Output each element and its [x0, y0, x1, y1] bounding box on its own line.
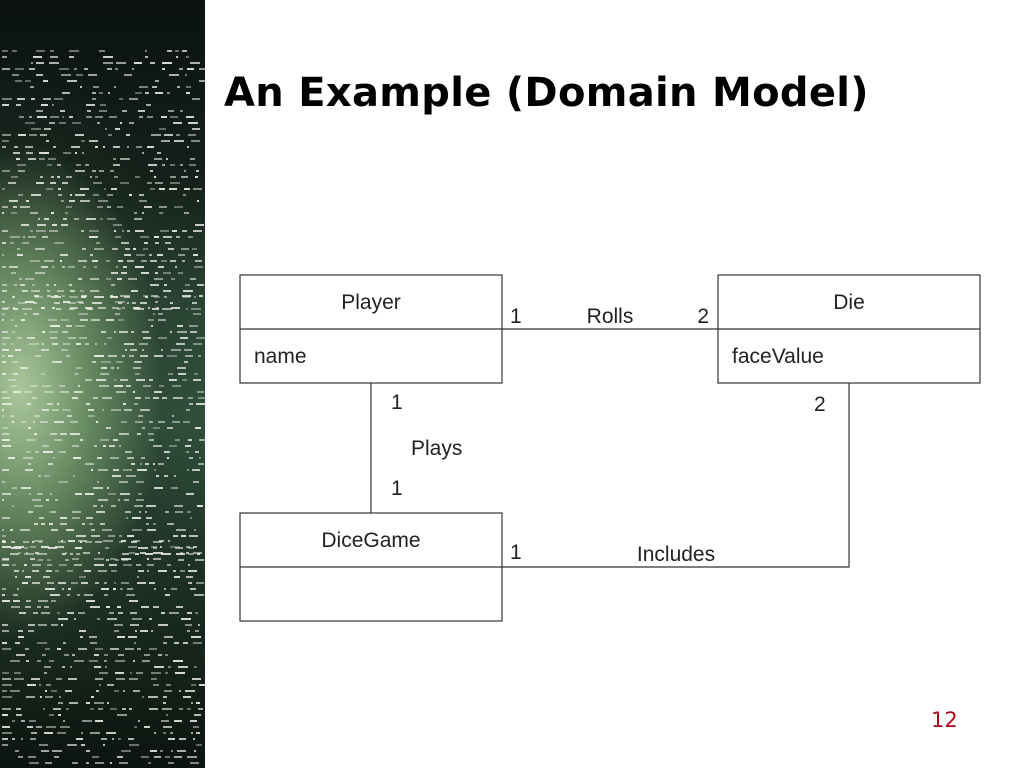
association-plays-label: Plays [411, 437, 462, 460]
association-rolls: Rolls 1 2 [502, 305, 718, 330]
page-number: 12 [931, 708, 958, 732]
association-includes-label: Includes [637, 543, 715, 566]
class-player-attribute: name [254, 345, 307, 368]
association-plays-from-multiplicity: 1 [391, 391, 403, 414]
association-includes: Includes 1 2 [502, 383, 850, 568]
association-includes-to-multiplicity: 2 [814, 393, 826, 416]
association-plays-to-multiplicity: 1 [391, 477, 403, 500]
decorative-sidebar [0, 0, 205, 768]
class-die-name: Die [833, 291, 865, 314]
class-dicegame-name: DiceGame [321, 529, 420, 552]
class-player: Player name [239, 274, 503, 384]
association-includes-line [502, 383, 850, 568]
association-rolls-label: Rolls [587, 305, 634, 328]
class-die: Die faceValue [717, 274, 981, 384]
association-includes-from-multiplicity: 1 [510, 541, 522, 564]
association-rolls-to-multiplicity: 2 [697, 305, 709, 328]
association-plays: Plays 1 1 [370, 383, 462, 513]
association-rolls-from-multiplicity: 1 [510, 305, 522, 328]
data-matrix-decoration [2, 50, 205, 764]
class-dicegame: DiceGame [239, 512, 503, 622]
class-player-name: Player [341, 291, 401, 314]
slide-title: An Example (Domain Model) [224, 70, 869, 116]
class-die-attribute: faceValue [732, 345, 824, 368]
